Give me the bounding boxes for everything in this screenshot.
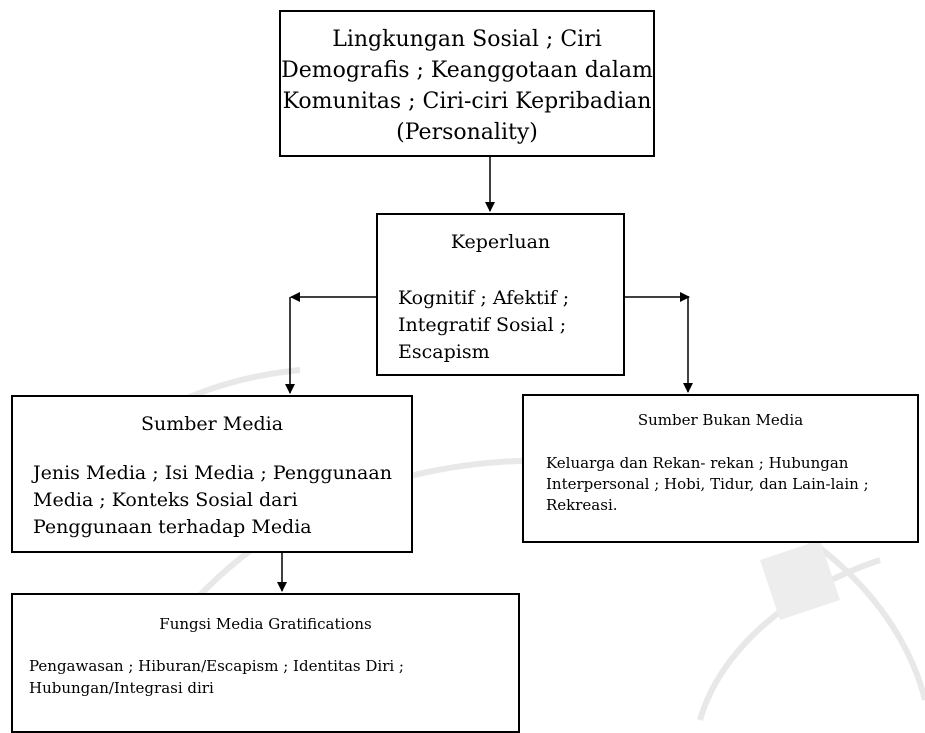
node-sumber-media: Sumber Media Jenis Media ; Isi Media ; P…: [11, 395, 413, 553]
node-line: Hubungan/Integrasi diri: [29, 679, 214, 697]
node-keperluan: Keperluan Kognitif ; Afektif ; Integrati…: [376, 213, 625, 376]
node-body: Keluarga dan Rekan- rekan ; Hubungan Int…: [546, 453, 911, 516]
node-line: Media ; Konteks Sosial dari: [33, 489, 298, 511]
watermark-shape: [760, 540, 840, 620]
node-line: Integratif Sosial ;: [398, 314, 567, 336]
node-line: Escapism: [398, 341, 490, 363]
node-line: Jenis Media ; Isi Media ; Penggunaan: [33, 462, 392, 484]
node-title: Keperluan: [450, 231, 551, 253]
node-body: Jenis Media ; Isi Media ; Penggunaan Med…: [33, 460, 403, 541]
node-line: Interpersonal ; Hobi, Tidur, dan Lain-la…: [546, 475, 869, 493]
node-line: Keluarga dan Rekan- rekan ; Hubungan: [546, 454, 849, 472]
node-title: Sumber Bukan Media: [637, 411, 804, 429]
node-line: Demografis ; Keanggotaan dalam: [281, 58, 653, 83]
node-line: Pengawasan ; Hiburan/Escapism ; Identita…: [29, 657, 404, 675]
node-body: Pengawasan ; Hiburan/Escapism ; Identita…: [29, 655, 512, 699]
node-fungsi-media-gratifications: Fungsi Media Gratifications Pengawasan ;…: [11, 593, 520, 733]
watermark-arc: [697, 557, 881, 721]
node-line: Lingkungan Sosial ; Ciri: [332, 27, 602, 52]
node-line: Kognitif ; Afektif ;: [398, 287, 570, 309]
node-title: Fungsi Media Gratifications: [159, 615, 372, 633]
node-line: (Personality): [396, 120, 538, 145]
node-body: Kognitif ; Afektif ; Integratif Sosial ;…: [398, 285, 615, 366]
node-title: Sumber Media: [140, 413, 284, 435]
node-lingkungan-sosial: Lingkungan Sosial ; Ciri Demografis ; Ke…: [279, 10, 655, 157]
node-line: Rekreasi.: [546, 496, 618, 514]
node-line: Penggunaan terhadap Media: [33, 516, 312, 538]
node-sumber-bukan-media: Sumber Bukan Media Keluarga dan Rekan- r…: [522, 394, 919, 543]
node-line: Komunitas ; Ciri-ciri Kepribadian: [282, 89, 652, 114]
